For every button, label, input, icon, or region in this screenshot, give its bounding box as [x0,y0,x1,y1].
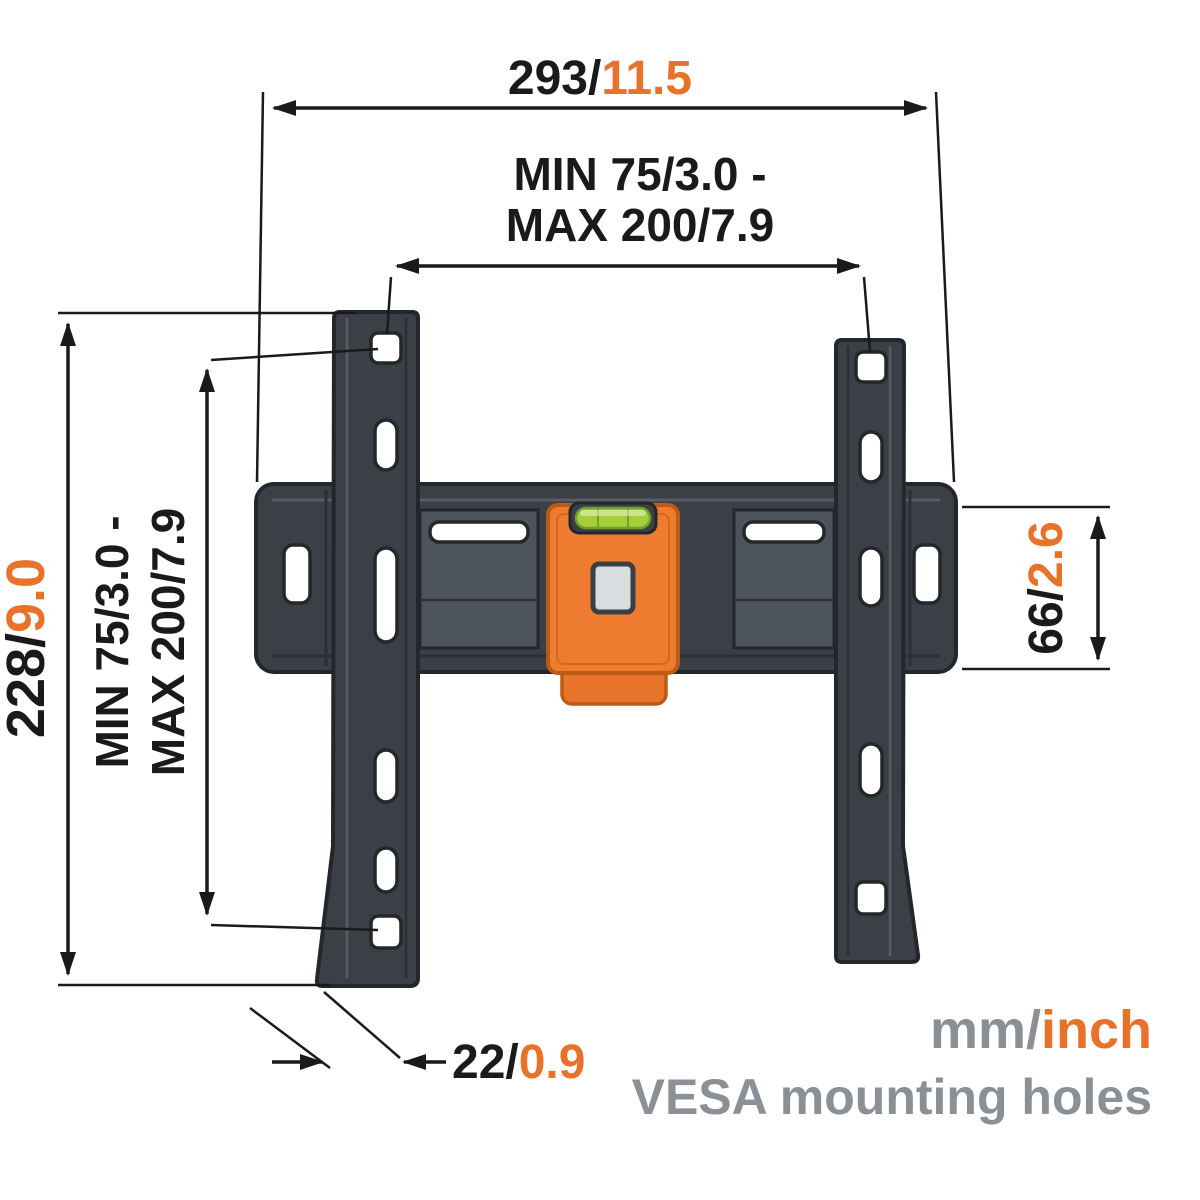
legend-units-inch: inch [1041,1000,1152,1060]
dim-plate-height: 66/2.6 [962,505,1110,671]
extension-line [210,923,379,932]
slider-arm-left [418,508,540,650]
dim-overall-width: 293/11.5 [255,52,956,483]
left-rail-slot-4 [373,846,399,894]
legend: mm/inch VESA mounting holes [632,1000,1152,1125]
dim-vesa-h-label-line1: MIN 75/3.0 - [513,148,766,200]
dim-overall-height: 228/9.0 [0,311,356,987]
extension-line [255,91,265,483]
right-vesa-rail [834,338,921,964]
right-rail-slot-3 [858,742,884,798]
wall-plate-slot-left [282,543,312,605]
dim-depth: 22/0.9 [249,991,585,1089]
dim-height-mm: 228/ [0,633,56,738]
left-rail-slot-2 [373,546,399,644]
slider-arm-right-slot [742,520,826,544]
extension-line [934,91,956,483]
dim-vesa-h-label-line2: MAX 200/7.9 [506,199,774,251]
dim-plate-mm: 66/ [1020,588,1073,655]
left-rail-slot-3 [373,748,399,804]
right-rail-slot-2 [858,546,884,608]
dim-width-inch: 11.5 [601,52,692,105]
left-vesa-rail [314,310,420,988]
dim-height-inch: 9.0 [0,558,56,633]
bubble-level-vial [574,506,652,530]
dim-vesa-horizontal: MIN 75/3.0 - MAX 200/7.9 [385,148,872,353]
legend-caption: VESA mounting holes [632,1069,1152,1125]
dim-depth-mm: 22/ [452,1036,519,1089]
dim-height-label: 228/9.0 [0,558,56,738]
bubble-level [568,501,658,535]
dim-vesa-v-label-line2: MAX 200/7.9 [142,508,194,776]
vesa-hole-bottom-left [369,914,403,950]
legend-units-mm: mm/ [930,1000,1041,1060]
extension-line [249,1007,331,1069]
wall-plate-slot-right [912,543,942,605]
dim-depth-label: 22/0.9 [452,1036,585,1089]
left-rail-slot-1 [373,418,399,472]
dim-vesa-vertical: MIN 75/3.0 - MAX 200/7.9 [86,347,379,932]
extension-line [862,276,872,353]
extension-line [210,347,379,362]
center-lock-module [546,501,680,706]
center-lock-button [590,561,636,615]
bubble-level-shine [580,510,646,516]
slider-arm-right [732,508,836,650]
dim-width-mm: 293/ [508,52,601,105]
dim-plate-label: 66/2.6 [1020,521,1073,654]
left-vesa-rail-body [314,310,420,988]
slider-arm-left-slot [428,520,530,544]
dim-width-label: 293/11.5 [508,52,692,105]
dim-plate-inch: 2.6 [1020,521,1073,588]
legend-units: mm/inch [930,1000,1152,1060]
dim-vesa-v-label-line1: MIN 75/3.0 - [86,515,138,768]
vesa-hole-top-right [854,350,888,384]
right-rail-slot-1 [858,430,884,484]
dim-depth-inch: 0.9 [519,1036,586,1089]
vesa-hole-bottom-right [854,880,888,916]
extension-line [385,276,393,335]
right-vesa-rail-body [834,338,921,964]
extension-line [323,991,401,1059]
